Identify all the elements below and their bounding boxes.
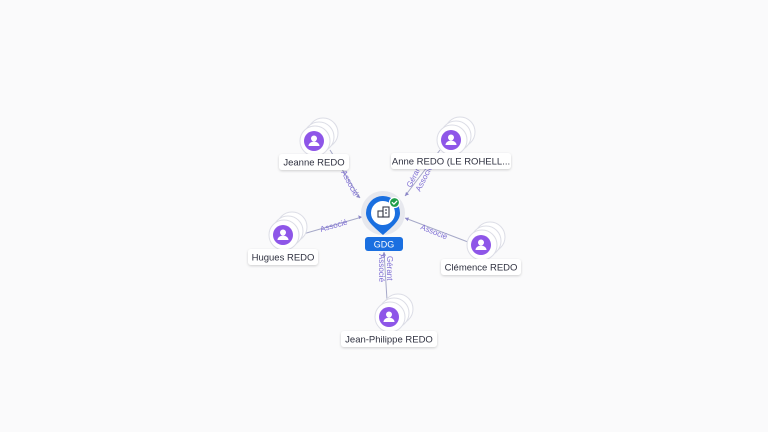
edge-label-clemence: Associé — [419, 223, 449, 242]
verified-check-icon — [388, 196, 401, 209]
edge-jean-philippe: Gérant Associé — [377, 251, 394, 301]
edge-label-jeanne: Associé — [339, 169, 360, 198]
edge-label-jean-philippe-1: Gérant — [385, 256, 394, 281]
person-icon — [383, 311, 395, 322]
edge-label-jean-philippe-2: Associé — [377, 254, 386, 283]
person-name-anne: Anne REDO (LE ROHELL... — [392, 157, 510, 168]
edge-hugues: Associé — [302, 215, 363, 235]
edge-clemence: Associé — [404, 217, 469, 243]
company-node-gdg[interactable]: GDG — [361, 191, 405, 251]
edge-label-hugues: Associé — [319, 217, 349, 234]
person-icon — [277, 229, 289, 240]
person-name-hugues: Hugues REDO — [252, 253, 315, 264]
person-name-clemence: Clémence REDO — [445, 263, 518, 274]
person-node-anne[interactable]: Anne REDO (LE ROHELL... — [391, 116, 511, 169]
building-icon — [377, 206, 390, 218]
person-node-jean-philippe[interactable]: Jean-Philippe REDO — [341, 293, 437, 347]
person-node-hugues[interactable]: Hugues REDO — [248, 211, 318, 265]
person-node-jeanne[interactable]: Jeanne REDO — [279, 117, 349, 170]
company-label: GDG — [374, 240, 395, 250]
company-label-badge — [365, 237, 403, 251]
person-node-clemence[interactable]: Clémence REDO — [441, 221, 521, 275]
person-name-jean-philippe: Jean-Philippe REDO — [345, 335, 433, 346]
person-name-jeanne: Jeanne REDO — [283, 158, 344, 169]
person-icon — [445, 134, 457, 145]
person-icon — [308, 135, 320, 146]
person-icon — [475, 239, 487, 250]
